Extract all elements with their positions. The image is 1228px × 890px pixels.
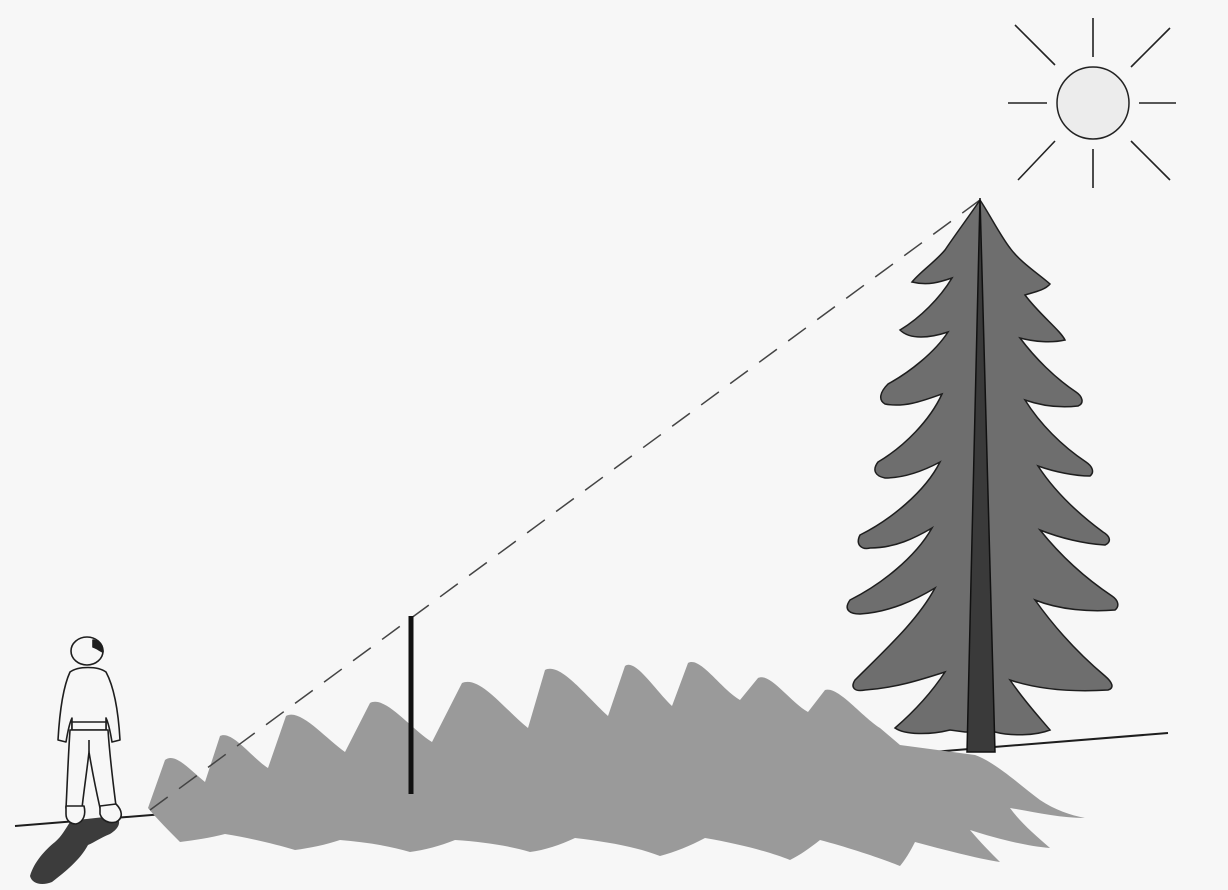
sun-disc <box>1057 67 1129 139</box>
person-legs <box>66 730 116 808</box>
person-shoe-left <box>66 806 85 824</box>
person-shoe-right <box>100 804 121 823</box>
sun-icon <box>1008 18 1176 188</box>
person-shadow <box>30 816 119 884</box>
person-head <box>71 637 103 665</box>
person-figure <box>58 637 121 824</box>
person-belt <box>72 722 106 730</box>
